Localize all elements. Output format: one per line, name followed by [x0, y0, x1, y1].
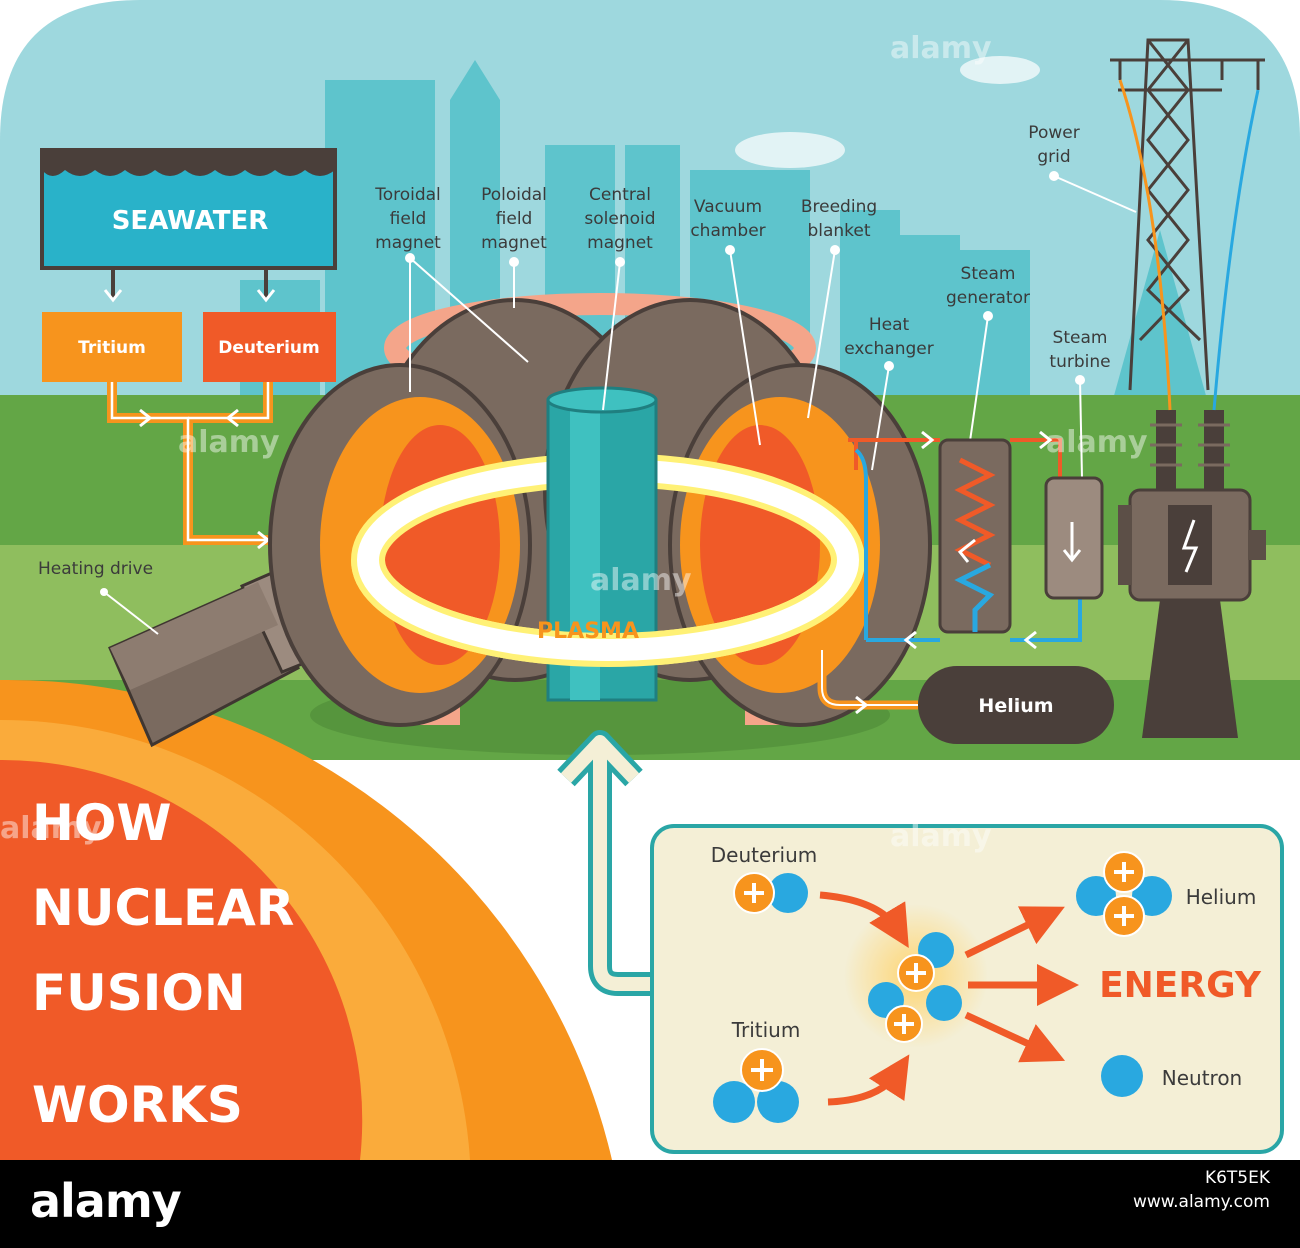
poloidal-label-1: Poloidal	[481, 185, 547, 205]
svg-text:alamy: alamy	[590, 563, 692, 598]
watermarks: alamy alamy alamy alamy alamy alamy	[0, 31, 1148, 854]
breeding-label-2: blanket	[807, 221, 870, 241]
footer-image-id: K6T5EK	[1204, 1168, 1270, 1188]
vacuum-label-1: Vacuum	[694, 197, 762, 217]
heating-drive-label: Heating drive	[38, 559, 153, 579]
footer-bar: alamy K6T5EK www.alamy.com	[0, 1160, 1300, 1248]
reactor-labels: Toroidal field magnet Poloidal field mag…	[374, 123, 1110, 372]
helium-tank: Helium	[817, 650, 1114, 744]
steam-turbine	[1044, 476, 1104, 600]
lightning-icon	[1181, 519, 1199, 573]
tritium-particles	[713, 1048, 799, 1123]
plasma-label: PLASMA	[537, 619, 639, 644]
footer-url: www.alamy.com	[1132, 1192, 1270, 1212]
seawater-arrows	[103, 289, 276, 303]
power-grid-label-1: Power	[1028, 123, 1079, 143]
heat-ex-label-1: Heat	[869, 315, 910, 335]
steam-turbine-label-1: Steam	[1053, 328, 1108, 348]
helium-particles	[1076, 851, 1172, 937]
tritium-box	[42, 312, 182, 382]
reaction-neutron-label: Neutron	[1162, 1066, 1242, 1090]
central-label-1: Central	[589, 185, 651, 205]
seawater-label: SEAWATER	[112, 206, 269, 236]
svg-text:alamy: alamy	[178, 425, 280, 460]
svg-text:alamy: alamy	[890, 31, 992, 66]
reaction-flow-arrows	[819, 891, 1079, 1106]
reaction-panel: Deuterium Tritium Helium Neutron ENERGY	[650, 824, 1284, 1154]
heating-drive-leader	[103, 591, 159, 635]
footer-image-info: K6T5EK www.alamy.com	[1133, 1166, 1270, 1214]
steam-turbine-label-2: turbine	[1049, 352, 1110, 372]
neutron-particle	[1101, 1055, 1143, 1097]
coolant-loop	[848, 438, 1082, 642]
poloidal-label-3: magnet	[481, 233, 547, 253]
fusion-cluster	[868, 932, 962, 1043]
clouds	[735, 56, 1040, 168]
heat-ex-label-2: exchanger	[844, 339, 933, 359]
poloidal-label-2: field	[496, 209, 533, 229]
title-line-4: WORKS	[32, 1076, 243, 1134]
reaction-tritium-label: Tritium	[731, 1018, 801, 1042]
tritium-label: Tritium	[78, 338, 146, 358]
central-label-2: solenoid	[584, 209, 655, 229]
coolant-arrows	[903, 430, 1053, 650]
title-arc-inner	[0, 759, 363, 1160]
steam-gen-label-1: Steam	[961, 264, 1016, 284]
svg-text:alamy: alamy	[0, 811, 102, 846]
vacuum-label-2: chamber	[690, 221, 765, 241]
breeding-label-1: Breeding	[801, 197, 877, 217]
reaction-arrow	[557, 730, 652, 996]
seawater-tank: SEAWATER	[40, 148, 337, 270]
toroidal-label-2: field	[390, 209, 427, 229]
tokamak-reactor: PLASMA	[268, 293, 932, 727]
generator	[1118, 410, 1266, 738]
footer-brand-logo: alamy	[30, 1174, 182, 1228]
svg-text:alamy: alamy	[890, 819, 992, 854]
deuterium-particles	[733, 872, 808, 914]
title-line-1: HOW	[32, 794, 172, 852]
leader-lines	[405, 171, 1137, 479]
energy-label: ENERGY	[1099, 965, 1262, 1006]
deuterium-label: Deuterium	[218, 338, 319, 358]
fuel-pipe	[107, 382, 312, 550]
title-line-2: NUCLEAR	[32, 879, 294, 937]
title-block: HOW NUCLEAR FUSION WORKS	[0, 679, 612, 1160]
power-line-blue	[1212, 89, 1260, 411]
steam-gen-label-2: generator	[946, 288, 1030, 308]
seawater-pipes	[111, 268, 268, 300]
deuterium-box	[203, 312, 336, 382]
title-line-3: FUSION	[32, 964, 246, 1022]
steam-generator	[938, 438, 1012, 634]
reaction-arrow-inner	[560, 735, 656, 991]
helium-tank-label: Helium	[978, 695, 1053, 717]
power-line-orange	[1118, 79, 1172, 411]
toroidal-label-1: Toroidal	[374, 185, 441, 205]
reaction-deuterium-label: Deuterium	[711, 843, 817, 867]
diagram-canvas: HOW NUCLEAR FUSION WORKS SEAWATER Tritiu…	[0, 0, 1300, 1160]
power-grid-label-2: grid	[1037, 147, 1070, 167]
reaction-helium-label: Helium	[1186, 885, 1257, 909]
toroidal-label-3: magnet	[375, 233, 441, 253]
svg-text:alamy: alamy	[1046, 425, 1148, 460]
central-label-3: magnet	[587, 233, 653, 253]
